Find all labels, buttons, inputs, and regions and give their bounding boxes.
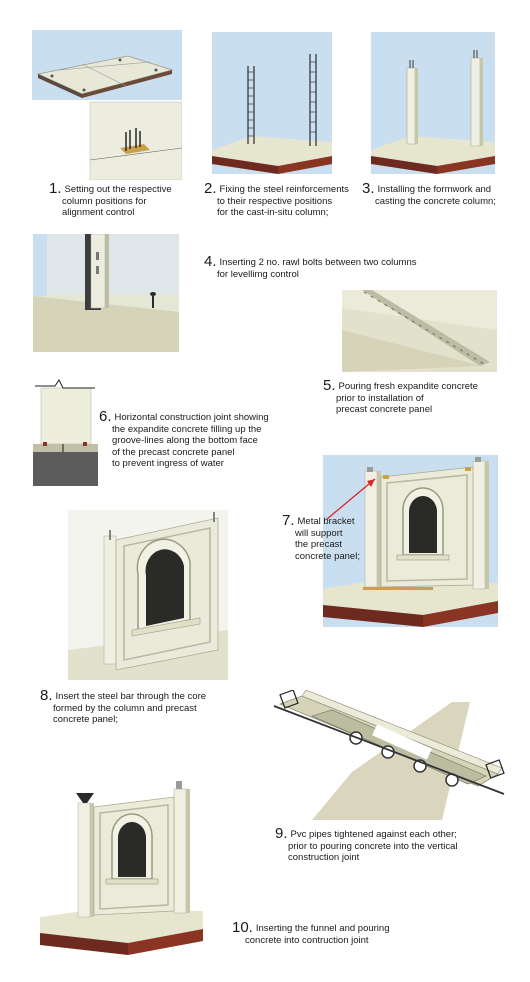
step-5-caption: 5.Pouring fresh expandite concrete prior…	[323, 377, 478, 415]
step-9-illustration	[272, 690, 512, 820]
step-3-illustration	[371, 32, 495, 174]
step-number: 4.	[204, 253, 217, 270]
step-6-caption: 6.Horizontal construction joint showing …	[99, 408, 269, 469]
step-5-illustration	[342, 290, 497, 372]
step-3-caption: 3.Installing the formwork and casting th…	[362, 180, 496, 207]
step-9-caption: 9.Pvc pipes tightened against each other…	[275, 825, 458, 863]
step-number: 9.	[275, 825, 288, 842]
step-10-caption: 10.Inserting the funnel and pouring conc…	[232, 919, 390, 946]
step-number: 6.	[99, 408, 112, 425]
step-2-illustration	[212, 32, 332, 174]
step-number: 5.	[323, 377, 336, 394]
step-8-illustration	[68, 510, 228, 680]
step-number: 7.	[282, 512, 295, 529]
step-1-illustration	[32, 30, 182, 180]
step-4-caption: 4.Inserting 2 no. rawl bolts between two…	[204, 253, 417, 280]
step-number: 1.	[49, 180, 62, 197]
step-7-illustration	[323, 455, 498, 627]
step-number: 10.	[232, 919, 253, 936]
step-1-caption: 1.Setting out the respective column posi…	[49, 180, 172, 218]
step-8-caption: 8.Insert the steel bar through the core …	[40, 687, 207, 725]
step-7-caption: 7.Metal bracket will support the precast…	[282, 512, 360, 562]
step-2-caption: 2.Fixing the steel reinforcements to the…	[204, 180, 349, 218]
step-4-illustration	[33, 234, 179, 352]
step-6-illustration	[33, 378, 98, 486]
step-number: 3.	[362, 180, 375, 197]
step-number: 8.	[40, 687, 53, 704]
step-10-illustration	[38, 775, 203, 955]
step-number: 2.	[204, 180, 217, 197]
